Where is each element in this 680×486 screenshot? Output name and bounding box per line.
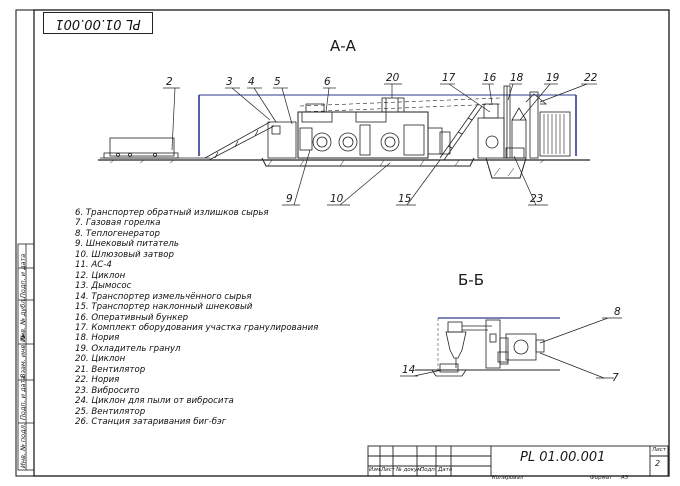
- legend-item: 14. Транспортер измельчённого сырья: [75, 291, 252, 302]
- side-stamp-label: Инв. № дубл.: [19, 297, 27, 342]
- side-stamp: [17, 243, 35, 471]
- callout-4: 4: [248, 76, 255, 88]
- legend-item: 17. Комплект оборудования участка гранул…: [75, 322, 319, 333]
- side-stamp-label: Подп. и дата: [19, 253, 27, 298]
- callout-19: 19: [546, 72, 560, 84]
- leaders-b: [400, 317, 622, 379]
- legend-item: 13. Дымосос: [75, 281, 132, 292]
- callout-15: 15: [398, 193, 412, 205]
- tb-format-value: A3: [621, 475, 629, 481]
- tb-sheet-number: 2: [655, 459, 661, 468]
- legend-item: 23. Вибросито: [75, 385, 140, 396]
- legend-item: 11. АС-4: [75, 260, 112, 271]
- callout-2: 2: [166, 76, 173, 88]
- callout-10: 10: [330, 193, 344, 205]
- callout-5: 5: [274, 76, 281, 88]
- callout-14: 14: [402, 364, 416, 376]
- section-b-plan: [415, 317, 560, 377]
- legend-item: 6. Транспортер обратный излишков сырья: [75, 208, 269, 218]
- side-stamp-label: Подп. и дата: [19, 375, 27, 420]
- leaders-a: [163, 83, 597, 206]
- callout-7: 7: [612, 372, 619, 384]
- callout-17: 17: [442, 72, 456, 84]
- callout-18: 18: [510, 72, 524, 84]
- tb-header: Лист: [381, 467, 395, 473]
- legend-item: 10. Шлюзовый затвор: [75, 249, 174, 260]
- callout-16: 16: [483, 72, 497, 84]
- tb-header: Изм.: [369, 467, 382, 473]
- legend-item: 22. Нория: [75, 375, 120, 386]
- tb-header: Дата: [438, 467, 453, 473]
- callout-6: 6: [324, 76, 331, 88]
- legend-item: 24. Циклон для пыли от вибросита: [75, 396, 234, 407]
- callout-23: 23: [530, 193, 544, 205]
- callout-3: 3: [226, 76, 233, 88]
- inner-frame: [33, 9, 670, 477]
- legend-item: 25. Вентилятор: [75, 406, 146, 417]
- legend-item: 21. Вентилятор: [75, 364, 146, 375]
- legend-item: 8. Теплогенератор: [75, 228, 160, 239]
- section-b-title: Б-Б: [458, 271, 484, 289]
- designation-stamp: PL 01.00.001: [43, 12, 153, 34]
- callout-22: 22: [584, 72, 598, 84]
- legend-item: 7. Газовая горелка: [75, 218, 161, 229]
- side-stamp-label: Инв. № подл.: [19, 423, 27, 468]
- tb-designation: PL 01.00.001: [520, 450, 606, 465]
- legend-item: 12. Циклон: [75, 270, 126, 281]
- section-a-plan: [98, 85, 590, 179]
- tb-header: № докум.: [396, 467, 424, 473]
- callout-20: 20: [386, 72, 400, 84]
- legend-item: 18. Нория: [75, 333, 120, 344]
- tb-copied: Копировал: [492, 475, 524, 481]
- tb-format-label: Формат: [590, 475, 613, 481]
- callout-8: 8: [614, 306, 621, 318]
- legend-item: 16. Оперативный бункер: [75, 312, 189, 323]
- legend-item: 9. Шнековый питатель: [75, 239, 179, 250]
- section-a-title: А-А: [330, 37, 356, 55]
- callout-9: 9: [286, 193, 293, 205]
- tb-sheet-label: Лист: [652, 447, 666, 453]
- title-block: [367, 445, 669, 477]
- legend-item: 19. Охладитель гранул: [75, 343, 181, 354]
- legend-item: 15. Транспортер наклонный шнековый: [75, 302, 253, 313]
- legend-item: 20. Циклон: [75, 354, 126, 365]
- equipment-legend: 6. Транспортер обратный излишков сырья 7…: [75, 208, 318, 428]
- legend-item: 26. Станция затаривания биг-бэг: [75, 417, 227, 428]
- tb-header: Подп.: [420, 467, 437, 473]
